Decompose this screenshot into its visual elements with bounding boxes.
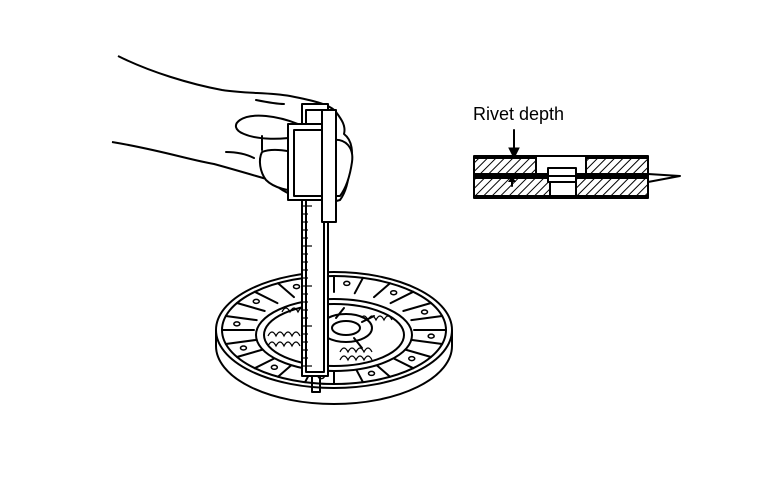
rivet-dot — [270, 364, 279, 371]
segment-line — [236, 348, 266, 358]
rivet-dot — [292, 283, 301, 290]
rivet-section-icon — [473, 155, 681, 199]
segment-line — [224, 315, 258, 322]
rivet-dot — [420, 309, 429, 315]
segment-line — [277, 282, 295, 299]
rivet-dot — [343, 280, 351, 287]
rivet-dot — [367, 370, 376, 377]
segment-line — [224, 338, 258, 345]
segment-line — [402, 348, 432, 358]
segment-line — [410, 338, 444, 345]
segment-line — [402, 302, 432, 312]
rivet-dot — [427, 333, 435, 339]
rivet-dot — [233, 321, 241, 327]
segment-line — [253, 290, 279, 305]
rivet-dot — [407, 355, 416, 362]
segment-line — [389, 290, 415, 305]
rivet-depth-label: Rivet depth — [473, 104, 565, 124]
segment-line — [410, 315, 444, 322]
rivet-dot — [389, 289, 398, 296]
segment-line — [373, 282, 391, 299]
segment-line — [236, 302, 266, 312]
vernier-caliper-icon — [287, 103, 337, 393]
clutch-disc-icon — [215, 271, 453, 405]
damper-spring-icon — [267, 307, 393, 362]
pointer-arrow-icon — [508, 129, 520, 187]
rivet-dot — [252, 298, 261, 305]
segment-line — [353, 276, 364, 295]
rivet-dot — [239, 345, 248, 351]
